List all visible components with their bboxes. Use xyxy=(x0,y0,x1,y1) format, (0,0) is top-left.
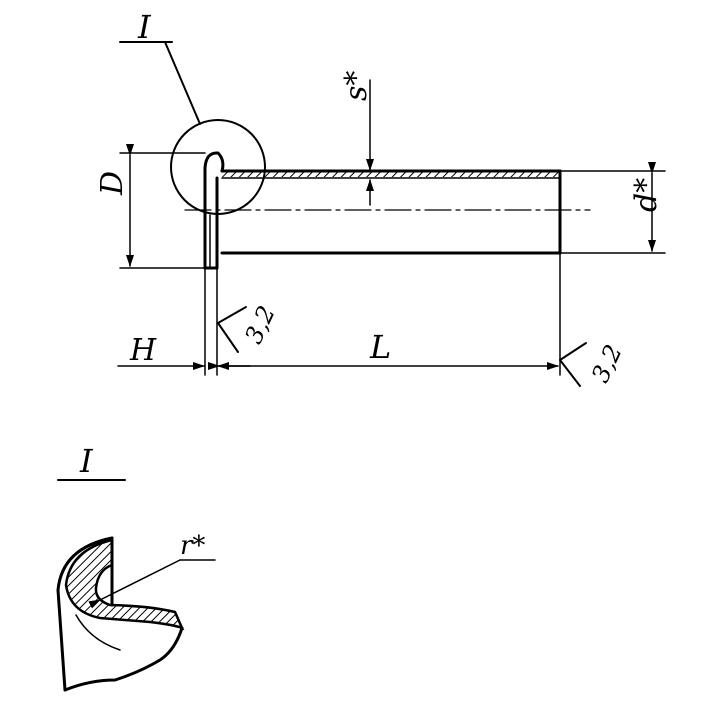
detail-outer-contour xyxy=(56,536,114,692)
detail-break-line xyxy=(63,626,184,692)
roughness-flange-label: 3,2 xyxy=(239,302,281,348)
tube-wall-section xyxy=(222,171,560,177)
roughness-end-label: 3,2 xyxy=(586,340,628,386)
roughness-check-end xyxy=(559,342,587,387)
flange-diameter-label: D xyxy=(95,171,130,196)
detail-circle xyxy=(170,119,266,215)
wall-thickness-label: s* xyxy=(339,71,374,101)
dimension-wall-thickness: s* xyxy=(339,71,374,206)
dimension-length: L xyxy=(208,328,559,370)
detail-leader-line xyxy=(164,41,201,125)
roughness-symbol-end: 3,2 xyxy=(559,340,628,387)
radius-leader-line xyxy=(88,559,181,609)
detail-view-title: I xyxy=(79,442,94,480)
dimension-flange-height: H xyxy=(117,333,251,370)
detail-ref-label: I xyxy=(137,8,152,46)
detail-callout-i: I xyxy=(119,8,266,215)
fillet-radius-label: r* xyxy=(180,531,205,561)
roughness-check-flange xyxy=(217,306,247,353)
length-label: L xyxy=(369,328,391,366)
dimension-bore-diameter: d* xyxy=(559,162,666,254)
flange-curl xyxy=(203,151,225,173)
bore-diameter-label: d* xyxy=(629,178,664,212)
detail-curl-section xyxy=(64,538,185,631)
detail-view-i: I r* xyxy=(56,442,216,692)
flange-height-label: H xyxy=(129,333,157,368)
bushing-main-view xyxy=(184,151,591,376)
roughness-symbol-flange: 3,2 xyxy=(217,302,281,353)
dimension-flange-diameter: D xyxy=(95,144,206,269)
detail-shading-curve xyxy=(75,614,121,651)
